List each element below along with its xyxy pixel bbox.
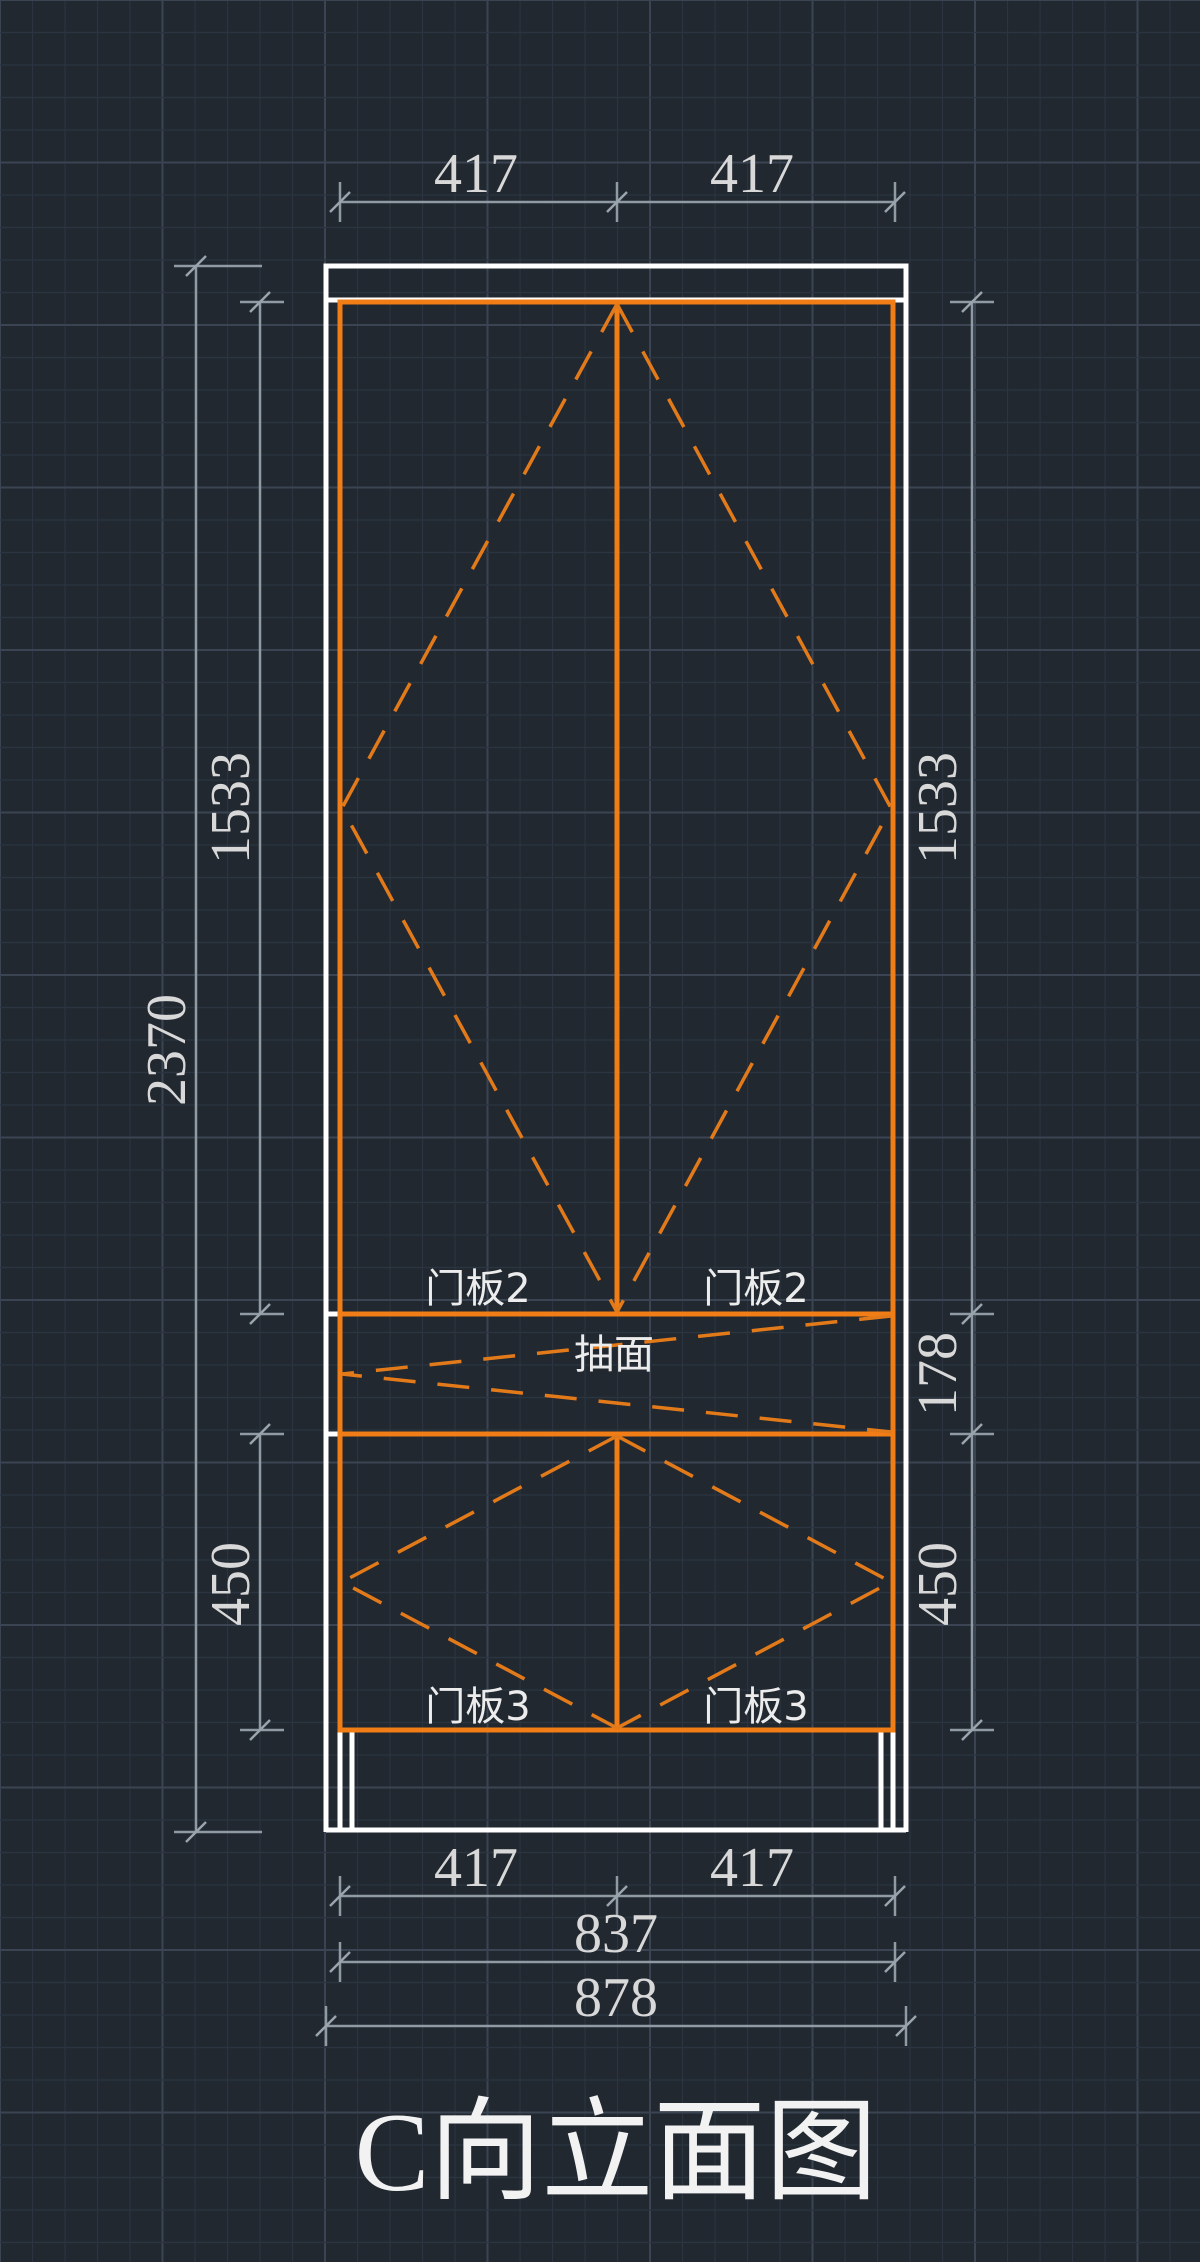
dim-total-height: 2370: [136, 994, 198, 1106]
swing-indicators: [338, 303, 895, 1730]
dim-bottom-left: 417: [434, 1837, 518, 1899]
dim-right-upper-door: 1533: [907, 752, 969, 864]
door-panels: [337, 299, 896, 1733]
dim-top-left: 417: [434, 143, 518, 205]
label-door3-right: 门板3: [703, 1684, 808, 1730]
dim-right-lower-door: 450: [907, 1542, 969, 1626]
label-drawer: 抽面: [574, 1332, 654, 1378]
label-door3-left: 门板3: [425, 1684, 530, 1730]
label-door2-right: 门板2: [703, 1266, 808, 1312]
dim-bottom-right: 417: [710, 1837, 794, 1899]
dim-left-lower-door: 450: [200, 1542, 262, 1626]
dimension-lines: [174, 182, 994, 2046]
dim-outer-width: 878: [574, 1967, 658, 2029]
dim-top-right: 417: [710, 143, 794, 205]
label-door2-left: 门板2: [425, 1266, 530, 1312]
drawing-title: C向立面图: [355, 2091, 878, 2215]
dim-left-upper-door: 1533: [200, 752, 262, 864]
dim-right-drawer: 178: [907, 1332, 969, 1416]
dim-inner-width: 837: [574, 1903, 658, 1965]
